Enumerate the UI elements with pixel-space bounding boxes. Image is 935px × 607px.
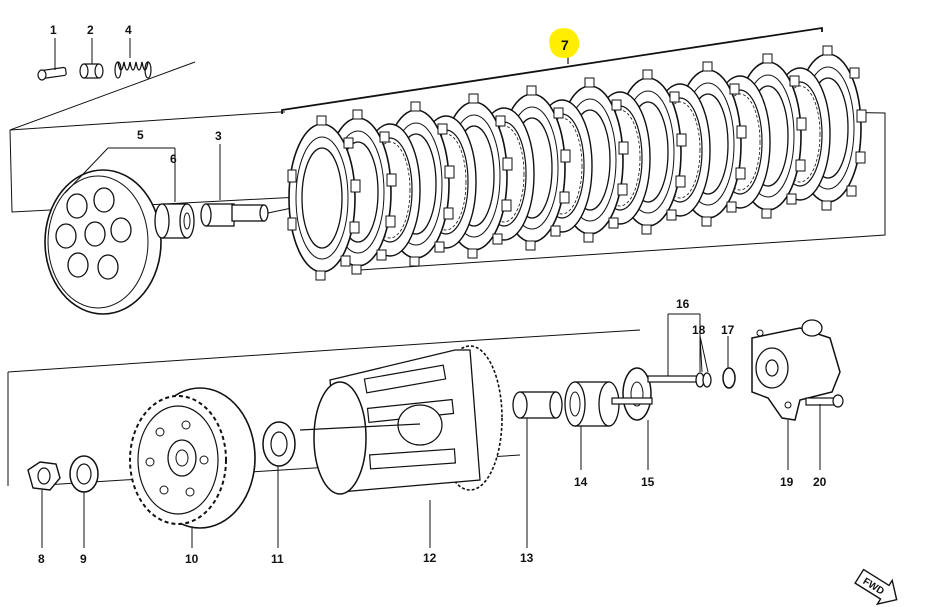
part-3-pushrod-piece [200,203,269,227]
part-6-bearing [154,203,195,239]
callout-14: 14 [574,475,588,489]
part-1-bolt [37,66,67,81]
part-12-clutch-basket [299,345,503,495]
part-20-bolt [805,394,844,408]
callout-9: 9 [80,552,87,566]
part-8-nut [27,461,61,491]
callout-20: 20 [813,475,827,489]
callout-12: 12 [423,551,437,565]
part-11-washer [262,421,296,467]
fwd-arrow-icon: FWD [854,568,898,606]
callout-19: 19 [780,475,794,489]
callout-8: 8 [38,552,45,566]
part-13-sleeve [512,391,563,419]
callout-15: 15 [641,475,655,489]
callout-1: 1 [50,23,57,37]
callout-5: 5 [137,128,144,142]
part-2-washer [79,63,104,79]
callout-2: 2 [87,23,94,37]
callout-11: 11 [271,552,284,566]
callout-13: 13 [520,551,534,565]
part-18-o-rings [695,372,712,388]
callout-10: 10 [185,552,199,566]
callout-17: 17 [721,323,735,337]
callout-16: 16 [676,297,690,311]
part-19-slave-cylinder [751,319,841,421]
part-5-pressure-plate [44,169,162,315]
callout-7: 7 [561,37,569,53]
part-17-seal [722,367,736,389]
part-4-spring [114,61,152,79]
part-9-washer [69,455,99,493]
callout-4: 4 [125,23,132,37]
part-14-bushing [564,381,620,427]
callout-3: 3 [215,129,222,143]
part-15-thrust-disc [622,367,652,421]
callout-6: 6 [170,152,177,166]
callout-7-highlight [549,28,580,58]
callout-18: 18 [692,323,706,337]
part-7-clutch-plates [287,45,867,281]
part-10-clutch-hub [129,387,256,529]
